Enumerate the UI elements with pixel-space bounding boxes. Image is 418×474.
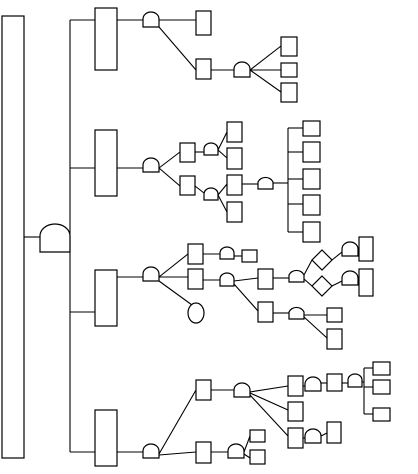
branch-3-and-gate-f: [288, 306, 305, 320]
branch-1-leaf: [280, 36, 298, 57]
branch-1-sub-and-gate: [233, 61, 251, 78]
branch-4-leaf: [372, 379, 391, 395]
branch-3-diamond-event: [311, 249, 333, 271]
branch-3-and-gate-a: [219, 246, 235, 260]
branch-2-box: [226, 174, 243, 196]
branch-2-leaf: [302, 168, 321, 190]
branch-4-leaf: [249, 429, 266, 443]
branch-2-leaf: [226, 121, 243, 143]
branch-4-leaf: [326, 421, 342, 444]
branch-3-event-box: [94, 269, 118, 327]
branch-2-and-gate-c: [257, 176, 274, 190]
branch-4-and-gate-b: [304, 376, 322, 392]
branch-4-box: [195, 379, 212, 401]
branch-4-and-gate-e: [227, 443, 245, 459]
branch-2-and-gate-b: [203, 187, 219, 201]
branch-3-box: [257, 301, 274, 323]
branch-1-leaf: [280, 62, 298, 78]
branch-4-box: [287, 375, 304, 397]
branch-2-leaf: [302, 221, 321, 243]
branch-2-and-gate: [142, 157, 160, 173]
branch-2-leaf: [302, 120, 321, 137]
branch-1-sub-box: [195, 58, 212, 80]
branch-4-and-gate: [142, 443, 160, 459]
branch-3-diamond-event: [311, 275, 333, 297]
root-event-box: [1, 15, 25, 459]
branch-3-undeveloped-event: [187, 302, 205, 324]
branch-1-leaf: [280, 82, 298, 103]
branch-1-and-gate: [142, 11, 160, 28]
branch-3-leaf: [358, 236, 374, 262]
branch-4-leaf: [372, 407, 391, 422]
branch-4-event-box: [94, 409, 118, 467]
branch-2-event-box: [94, 129, 118, 197]
branch-4-and-gate-d: [304, 428, 322, 444]
branch-2-and-gate-a: [203, 142, 219, 156]
branch-3-box: [257, 268, 274, 290]
branch-1-event-box: [94, 7, 118, 71]
branch-3-and-gate-d: [341, 241, 359, 257]
branch-3-leaf: [358, 268, 374, 297]
branch-3-box: [187, 268, 204, 290]
branch-4-box: [287, 427, 304, 449]
branch-2-leaf: [226, 201, 243, 223]
root-and-gate: [39, 223, 71, 253]
branch-4-box: [195, 441, 212, 464]
branch-3-leaf: [241, 249, 258, 263]
branch-4-leaf: [249, 449, 266, 465]
branch-3-box: [187, 243, 204, 265]
branch-3-leaf: [326, 328, 343, 350]
branch-4-and-gate-c: [347, 373, 363, 388]
branch-3-and-gate-c: [288, 269, 305, 283]
branch-4-and-gate-a: [233, 382, 251, 398]
branch-3-leaf: [326, 307, 343, 323]
branch-2-leaf: [302, 194, 321, 216]
branch-4-leaf: [287, 401, 304, 422]
branch-1-leaf: [195, 10, 212, 36]
branch-2-leaf: [302, 141, 321, 163]
branch-3-and-gate-b: [219, 272, 235, 287]
branch-2-box: [179, 175, 196, 196]
branch-3-and-gate: [142, 266, 160, 282]
branch-4-leaf: [372, 361, 391, 376]
branch-2-box: [179, 142, 196, 163]
branch-4-box: [326, 373, 343, 392]
branch-3-and-gate-e: [341, 270, 359, 286]
branch-2-leaf: [226, 147, 243, 170]
